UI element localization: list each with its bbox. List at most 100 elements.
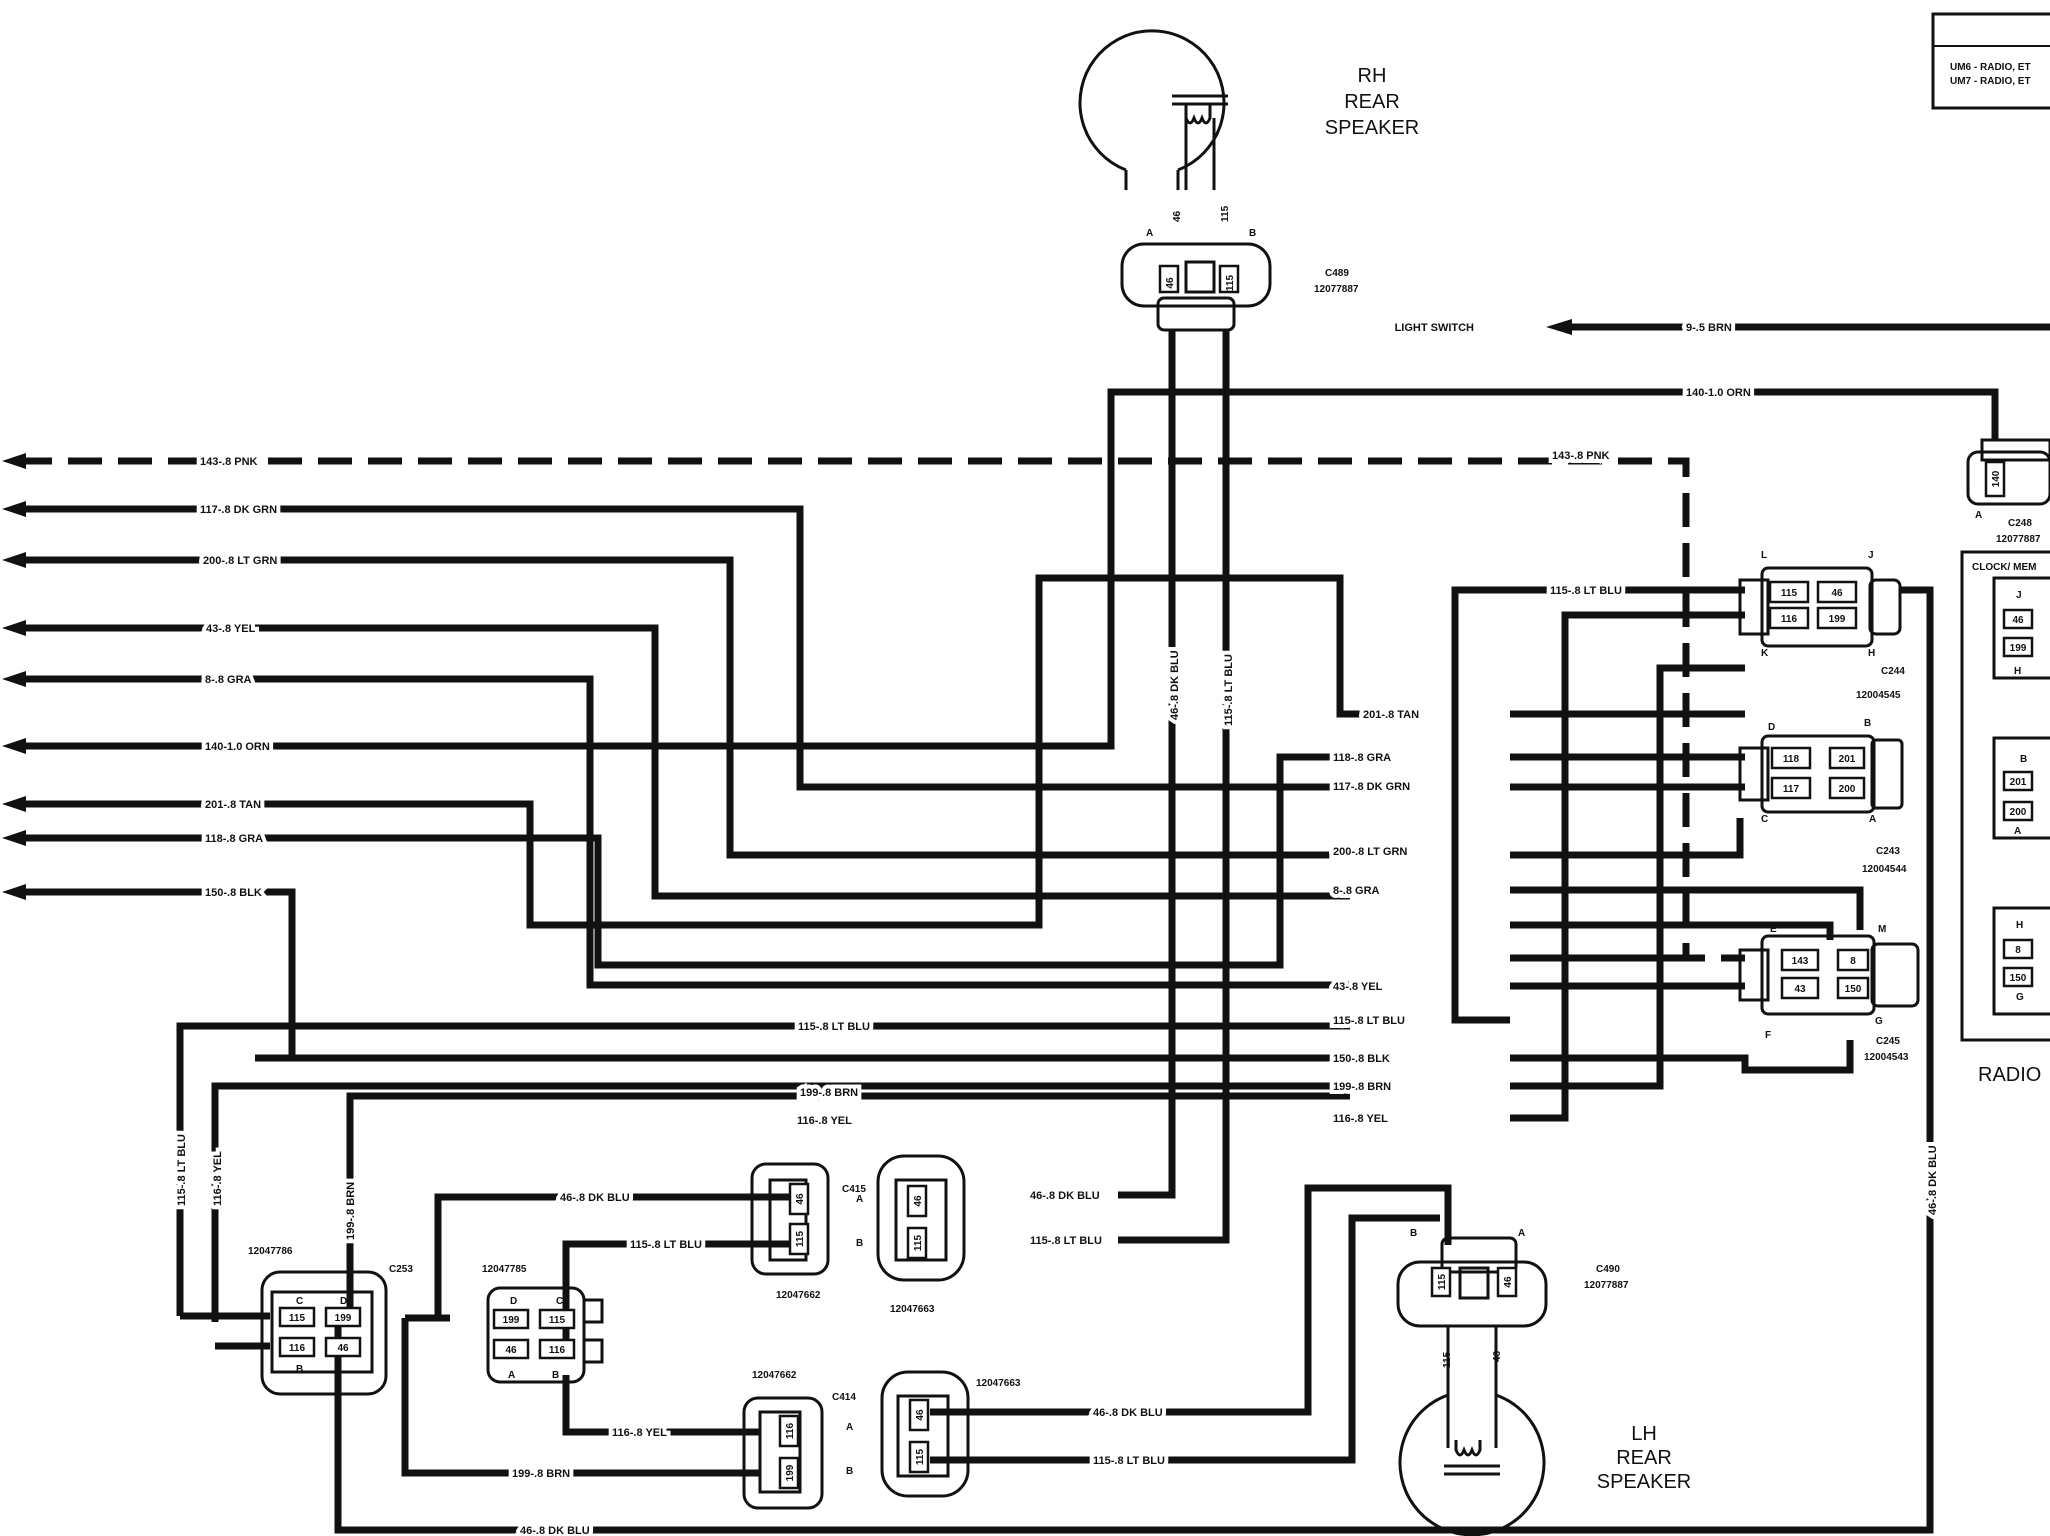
connector-c489: A B 46 115 C489 12077887 <box>1120 228 1359 332</box>
c414-pin-a: A <box>846 1422 853 1433</box>
radio-pin-j: J <box>2016 590 2022 601</box>
wire-labels: 143-.8 PNK 143-.8 PNK 117-.8 DK GRN 200-… <box>172 318 1943 1536</box>
c414-part-right: 12047663 <box>976 1378 1021 1389</box>
label-gra118-right: 118-.8 GRA <box>1333 752 1391 764</box>
connector-c248: 140 A C248 12077887 <box>1966 438 2050 545</box>
label-ltgrn-right: 200-.8 LT GRN <box>1333 846 1407 858</box>
lh-speaker-pin-115: 115 <box>1442 1351 1453 1368</box>
c253b-cell-199: 199 <box>503 1315 520 1326</box>
radio-pin-b: B <box>2020 754 2027 765</box>
label-ltblu-c414r: 115-.8 LT BLU <box>1093 1455 1165 1467</box>
c253b-pin-a: A <box>508 1370 515 1381</box>
label-tan-left: 201-.8 TAN <box>205 799 261 811</box>
radio-label: RADIO <box>1978 1064 2041 1086</box>
c245-cell-143: 143 <box>1792 956 1809 967</box>
c245-cell-43: 43 <box>1794 984 1806 995</box>
c489-pin-a: A <box>1146 228 1153 239</box>
wire-harness <box>18 323 2050 1534</box>
label-v-dkblu-right: 46-.8 DK BLU <box>1927 1145 1939 1215</box>
c253-cell-46: 46 <box>337 1343 349 1354</box>
c243-cell-117: 117 <box>1783 784 1800 795</box>
c253-pin-c: C <box>296 1296 303 1307</box>
c243-pin-b: B <box>1864 718 1871 729</box>
c253-pin-b: B <box>296 1364 303 1375</box>
connector-c490: B A 115 46 C490 12077887 <box>1396 1228 1629 1328</box>
c248-pin-a: A <box>1975 510 1982 521</box>
c414-part-left: 12047662 <box>752 1370 797 1381</box>
label-brn-top: 9-.5 BRN <box>1686 322 1732 334</box>
radio-unit: CLOCK/ MEM J 46 199 H B 201 200 A H 8 15… <box>1960 550 2050 1086</box>
connector-c244: L J K H 115 46 116 199 C244 12004545 <box>1738 550 1905 701</box>
label-dkgrn-left: 117-.8 DK GRN <box>200 504 277 516</box>
c415-right-cell-115: 115 <box>913 1234 924 1251</box>
c243-name: C243 <box>1876 846 1900 857</box>
lh-speaker-pin-46: 46 <box>1492 1350 1503 1362</box>
legend-line-um7: UM7 - RADIO, ET <box>1950 76 2031 87</box>
c414-name: C414 <box>832 1392 856 1403</box>
rh-speaker-pin-115: 115 <box>1220 205 1231 222</box>
rh-speaker-line1: RH <box>1358 65 1387 87</box>
label-orn-left: 140-1.0 ORN <box>205 741 270 753</box>
c415-part-left: 12047662 <box>776 1290 821 1301</box>
radio-cell-8: 8 <box>2015 945 2021 956</box>
c414-pin-b: B <box>846 1466 853 1477</box>
c243-cell-118: 118 <box>1783 754 1800 765</box>
label-brn-right: 199-.8 BRN <box>1333 1081 1391 1093</box>
c245-name: C245 <box>1876 1036 1900 1047</box>
c245-pin-f: F <box>1765 1030 1771 1041</box>
c490-pin-b: B <box>1410 1228 1417 1239</box>
lh-speaker-line3: SPEAKER <box>1597 1471 1691 1493</box>
label-gra-right: 8-.8 GRA <box>1333 885 1380 897</box>
c244-pin-h: H <box>1868 648 1875 659</box>
connector-c415: C415 46 115 A B 12047662 46 115 12047663 <box>750 1154 966 1315</box>
c244-name: C244 <box>1881 666 1905 677</box>
c490-cell-115: 115 <box>1437 1273 1448 1290</box>
c490-part: 12077887 <box>1584 1280 1629 1291</box>
label-yel-c414l: 116-.8 YEL <box>612 1427 667 1439</box>
label-v-ltblu: 115-.8 LT BLU <box>1223 654 1235 726</box>
c489-cell-46: 46 <box>1165 277 1176 289</box>
lh-rear-speaker: 115 46 LH REAR SPEAKER <box>1398 1326 1691 1536</box>
c415-pin-a: A <box>856 1194 863 1205</box>
c243-cell-201: 201 <box>1839 754 1856 765</box>
c244-cell-116: 116 <box>1781 614 1798 625</box>
label-gra-left: 8-.8 GRA <box>205 674 252 686</box>
radio-pin-g: G <box>2016 992 2024 1003</box>
c415-right-cell-46: 46 <box>913 1195 924 1207</box>
c245-part: 12004543 <box>1864 1052 1909 1063</box>
connector-c253: 12047786 C253 C D 115 199 116 46 B <box>248 1246 413 1396</box>
c415-left-cell-46: 46 <box>795 1193 806 1205</box>
clock-mem-label: CLOCK/ MEM <box>1972 562 2036 573</box>
connector-c414: 12047662 C414 116 199 A B 46 115 1204766… <box>742 1370 1021 1510</box>
c245-pin-m: M <box>1878 924 1886 935</box>
label-blk-left: 150-.8 BLK <box>205 887 262 899</box>
label-ltblu-top: 115-.8 LT BLU <box>1550 585 1622 597</box>
c253-name: C253 <box>389 1264 413 1275</box>
label-dkblu-c415l: 46-.8 DK BLU <box>560 1192 630 1204</box>
label-ltblu-c415r: 115-.8 LT BLU <box>1030 1235 1102 1247</box>
radio-pin-a: A <box>2014 826 2021 837</box>
c248-part: 12077887 <box>1996 534 2041 545</box>
c253-cell-115: 115 <box>289 1313 306 1324</box>
label-gra118-left: 118-.8 GRA <box>205 833 263 845</box>
label-ltgrn-left: 200-.8 LT GRN <box>203 555 277 567</box>
label-v-dkblu: 46-.8 DK BLU <box>1169 650 1181 720</box>
c414-left-cell-116: 116 <box>785 1422 796 1439</box>
c245-pin-e: E <box>1770 924 1777 935</box>
c244-cell-115: 115 <box>1781 588 1798 599</box>
c244-pin-k: K <box>1761 648 1769 659</box>
radio-cell-46: 46 <box>2012 615 2024 626</box>
c489-part: 12077887 <box>1314 284 1359 295</box>
c245-pin-g: G <box>1875 1016 1883 1027</box>
radio-pin-h2: H <box>2016 920 2023 931</box>
c243-pin-d: D <box>1768 722 1775 733</box>
c244-pin-j: J <box>1868 550 1874 561</box>
radio-pin-h: H <box>2014 666 2021 677</box>
label-pnk-left: 143-.8 PNK <box>200 456 258 468</box>
connector-c245: E M F G 143 8 43 150 C245 12004543 <box>1738 924 1920 1063</box>
c253-cell-116: 116 <box>289 1343 306 1354</box>
c489-pin-b: B <box>1249 228 1256 239</box>
label-dkblu-c415r: 46-.8 DK BLU <box>1030 1190 1100 1202</box>
lh-speaker-line2: REAR <box>1616 1447 1672 1469</box>
rh-rear-speaker: RH REAR SPEAKER 46 115 <box>1078 29 1419 222</box>
